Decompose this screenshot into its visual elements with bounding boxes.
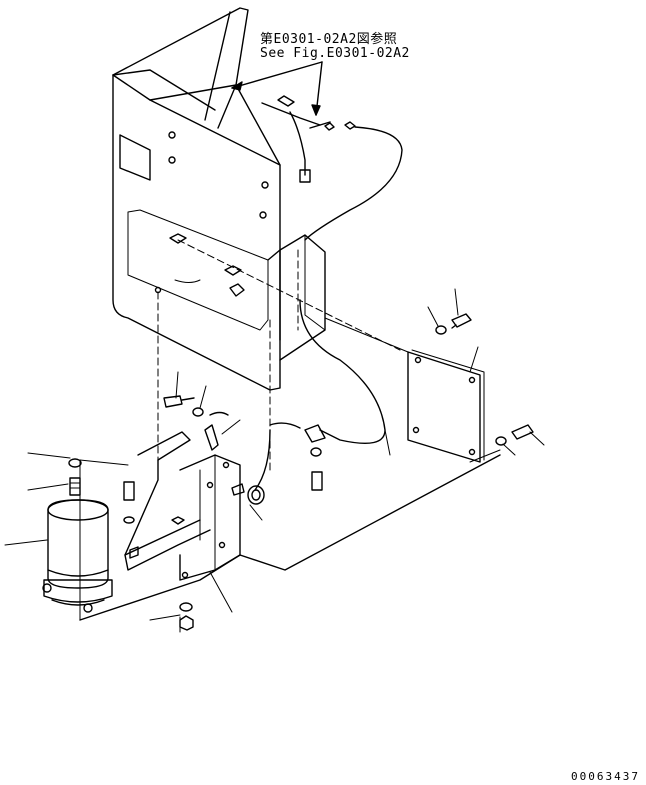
lamp-bracket [79, 431, 501, 621]
reference-note-english: See Fig.E0301-02A2 [260, 46, 410, 61]
cover-plate [324, 317, 485, 463]
alignment-lines [157, 239, 401, 471]
cover-fasteners [435, 313, 534, 463]
middle-fasteners [163, 395, 326, 505]
reference-arrows [231, 61, 323, 116]
reference-note-japanese: 第E0301-02A2図参照 [260, 32, 398, 47]
upper-bracket [112, 7, 326, 391]
rotating-lamp [42, 499, 113, 613]
drawing-number: 00063437 [571, 770, 640, 783]
leader-lines [4, 288, 545, 633]
wire-harness [261, 95, 403, 444]
lamp-fasteners [68, 458, 194, 631]
